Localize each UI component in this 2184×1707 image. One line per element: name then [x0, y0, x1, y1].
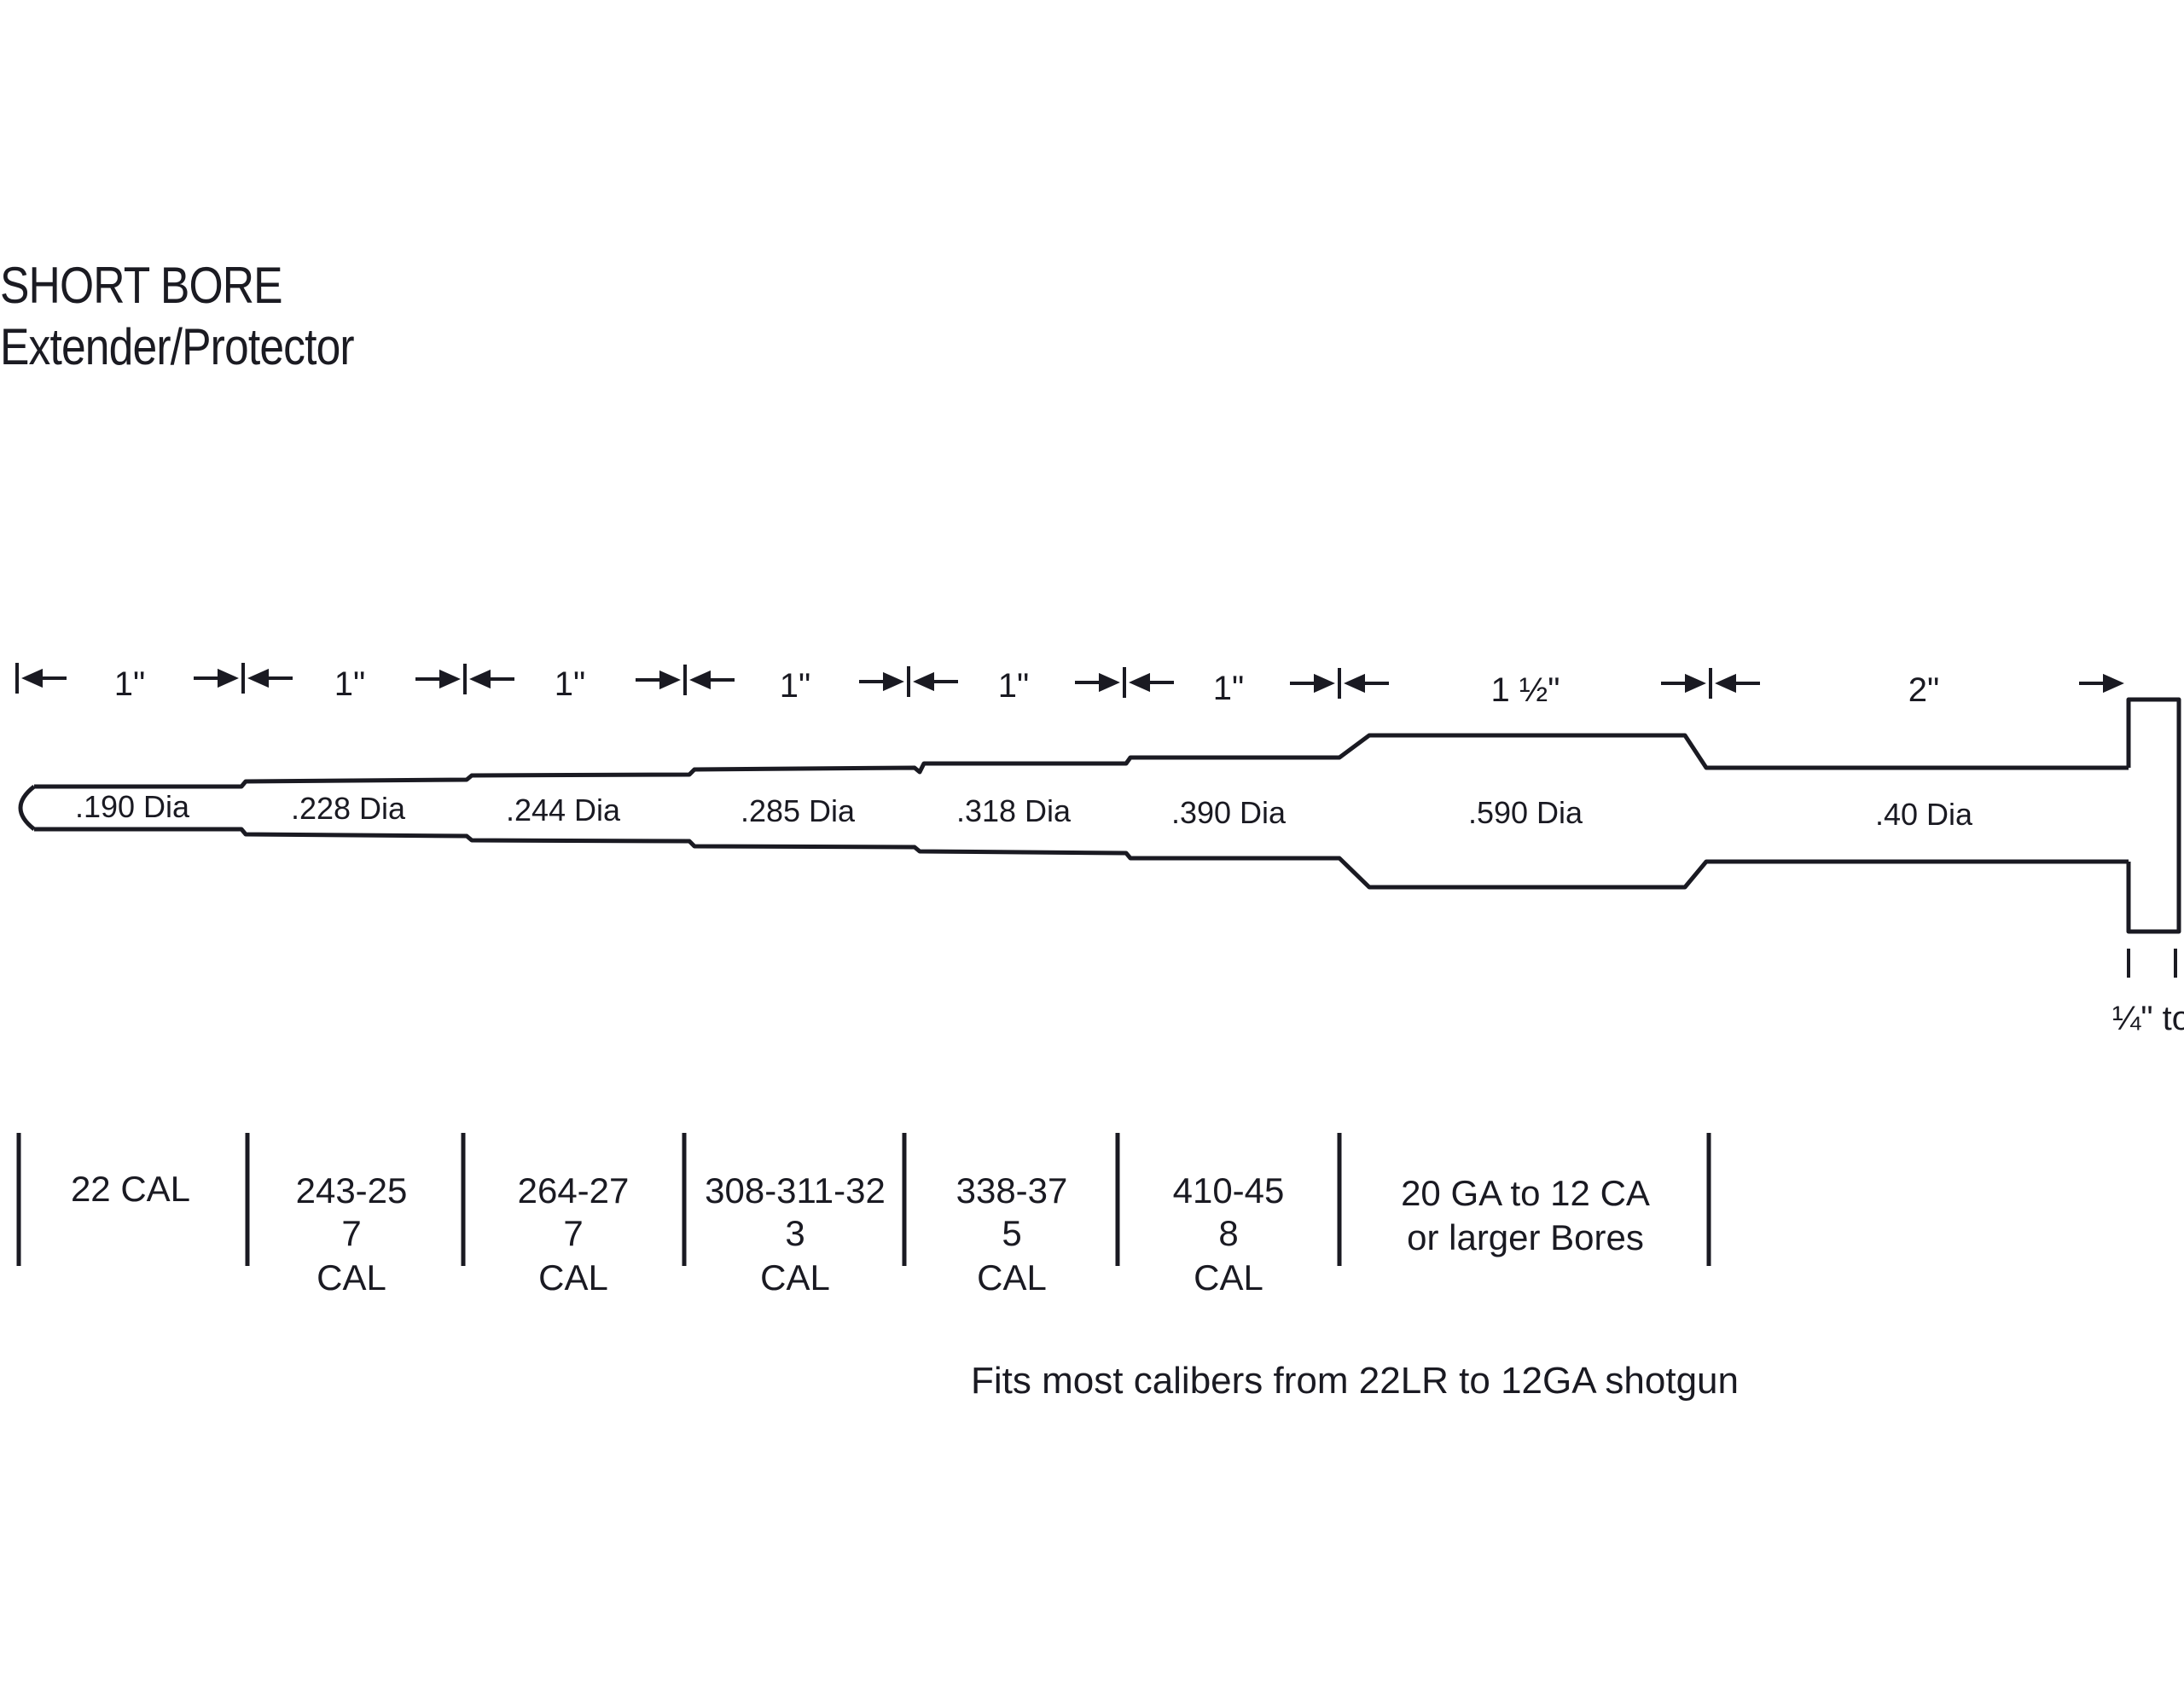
dim-label-1: 1" — [114, 665, 145, 703]
title-line-1: SHORT BORE — [0, 257, 283, 314]
caliber-4-line-1: 308-311-32 — [705, 1170, 886, 1211]
diameter-label-8: .40 Dia — [1875, 797, 1973, 832]
dim-arrow-start-head-2 — [247, 668, 269, 688]
dim-label-8: 2" — [1908, 671, 1939, 709]
diameter-label-1: .190 Dia — [75, 789, 190, 824]
caliber-5-line-2: 5 — [1002, 1213, 1021, 1253]
caliber-6-line-3: CAL — [1194, 1257, 1263, 1298]
caliber-4-line-3: CAL — [760, 1257, 830, 1298]
dim-label-2: 1" — [334, 665, 365, 703]
caliber-2-line-2: 7 — [341, 1213, 361, 1253]
caliber-3-line-3: CAL — [538, 1257, 608, 1298]
dim-arrow-start-head-4 — [689, 670, 711, 690]
caliber-separators — [16, 1133, 1711, 1266]
handle-t — [2126, 697, 2181, 934]
caliber-1-line-1: 22 CAL — [71, 1169, 190, 1209]
dim-label-4: 1" — [780, 667, 810, 705]
handle-dimension — [2127, 949, 2177, 978]
caliber-3-line-2: 7 — [563, 1213, 583, 1253]
dim-arrow-end-head-5 — [1099, 672, 1120, 693]
caliber-6-line-1: 410-45 — [1173, 1170, 1285, 1211]
diameter-label-2: .228 Dia — [291, 791, 406, 826]
diameter-label-5: .318 Dia — [956, 793, 1072, 828]
dim-arrow-start-head-1 — [21, 668, 43, 688]
caliber-7-line-1: 20 GA to 12 CA — [1401, 1173, 1650, 1213]
tool-bottom-edge — [34, 827, 2129, 890]
dim-arrow-start-head-8 — [1715, 673, 1736, 694]
caliber-5-line-1: 338-37 — [956, 1170, 1068, 1211]
dim-arrow-start-head-3 — [469, 669, 491, 689]
caliber-3-line-1: 264-27 — [518, 1170, 630, 1211]
diameter-label-3: .244 Dia — [506, 793, 621, 827]
dim-label-3: 1" — [555, 665, 585, 703]
tool-top-edge — [34, 733, 2129, 789]
dim-arrow-end-head-1 — [218, 668, 239, 688]
dim-arrow-end-head-3 — [659, 670, 681, 690]
diameter-label-7: .590 Dia — [1468, 795, 1583, 830]
caliber-2-line-1: 243-25 — [296, 1170, 408, 1211]
dimension-marks — [15, 663, 2124, 699]
tool-tip — [18, 785, 36, 831]
dim-arrow-start-head-5 — [913, 671, 934, 692]
dim-arrow-start-head-7 — [1344, 673, 1365, 694]
caliber-7-line-2: or larger Bores — [1407, 1217, 1644, 1257]
caliber-6-line-2: 8 — [1218, 1213, 1238, 1253]
dim-arrow-end-head-6 — [1314, 673, 1335, 694]
dim-arrow-end-head-4 — [883, 671, 904, 692]
dim-label-7: 1 ½" — [1491, 671, 1560, 709]
caliber-4-line-2: 3 — [785, 1213, 804, 1253]
dimension-labels: 1" 1" 1" 1" 1" 1" 1 ½" 2" — [114, 665, 1939, 709]
caliber-5-line-3: CAL — [977, 1257, 1047, 1298]
caliber-labels: 22 CAL 243-25 7 CAL 264-27 7 CAL 308-311… — [71, 1169, 1650, 1298]
dim-arrow-start-head-6 — [1129, 672, 1150, 693]
diameter-label-4: .285 Dia — [741, 793, 856, 828]
dim-label-6: 1" — [1213, 670, 1244, 707]
dim-label-5: 1" — [998, 667, 1029, 705]
caliber-2-line-3: CAL — [317, 1257, 386, 1298]
handle-dimension-label: ¼" to — [2112, 1000, 2184, 1037]
footnote: Fits most calibers from 22LR to 12GA sho… — [971, 1360, 1739, 1402]
title-line-2: Extender/Protector — [0, 318, 355, 375]
dim-arrow-end-head-8 — [2103, 673, 2124, 694]
diameter-label-6: .390 Dia — [1171, 795, 1287, 830]
tool-outline — [18, 697, 2181, 934]
dim-arrow-end-head-7 — [1685, 673, 1706, 694]
dim-arrow-end-head-2 — [439, 669, 461, 689]
diameter-labels: .190 Dia .228 Dia .244 Dia .285 Dia .318… — [75, 789, 1973, 832]
